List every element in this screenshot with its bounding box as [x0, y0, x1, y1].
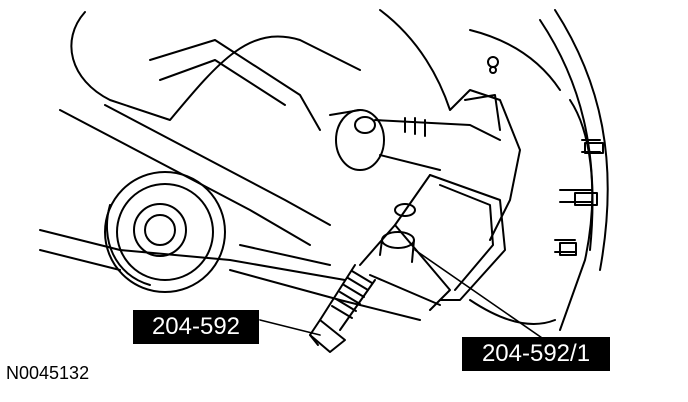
steering-knuckle — [379, 9, 609, 331]
callout-204-592-1: 204-592/1 — [462, 337, 610, 371]
ball-joint — [329, 109, 501, 171]
bushing — [104, 171, 226, 293]
leader-lines — [259, 249, 546, 341]
leader-204-592 — [259, 319, 321, 336]
forcing-screw — [309, 264, 376, 353]
callout-204-592: 204-592 — [133, 310, 259, 344]
wheel-studs — [554, 139, 604, 256]
leader-204-592-1 — [414, 249, 546, 341]
figure-id: N0045132 — [6, 363, 90, 383]
ball-joint-separator-tool — [359, 174, 506, 311]
control-arm — [39, 11, 421, 321]
